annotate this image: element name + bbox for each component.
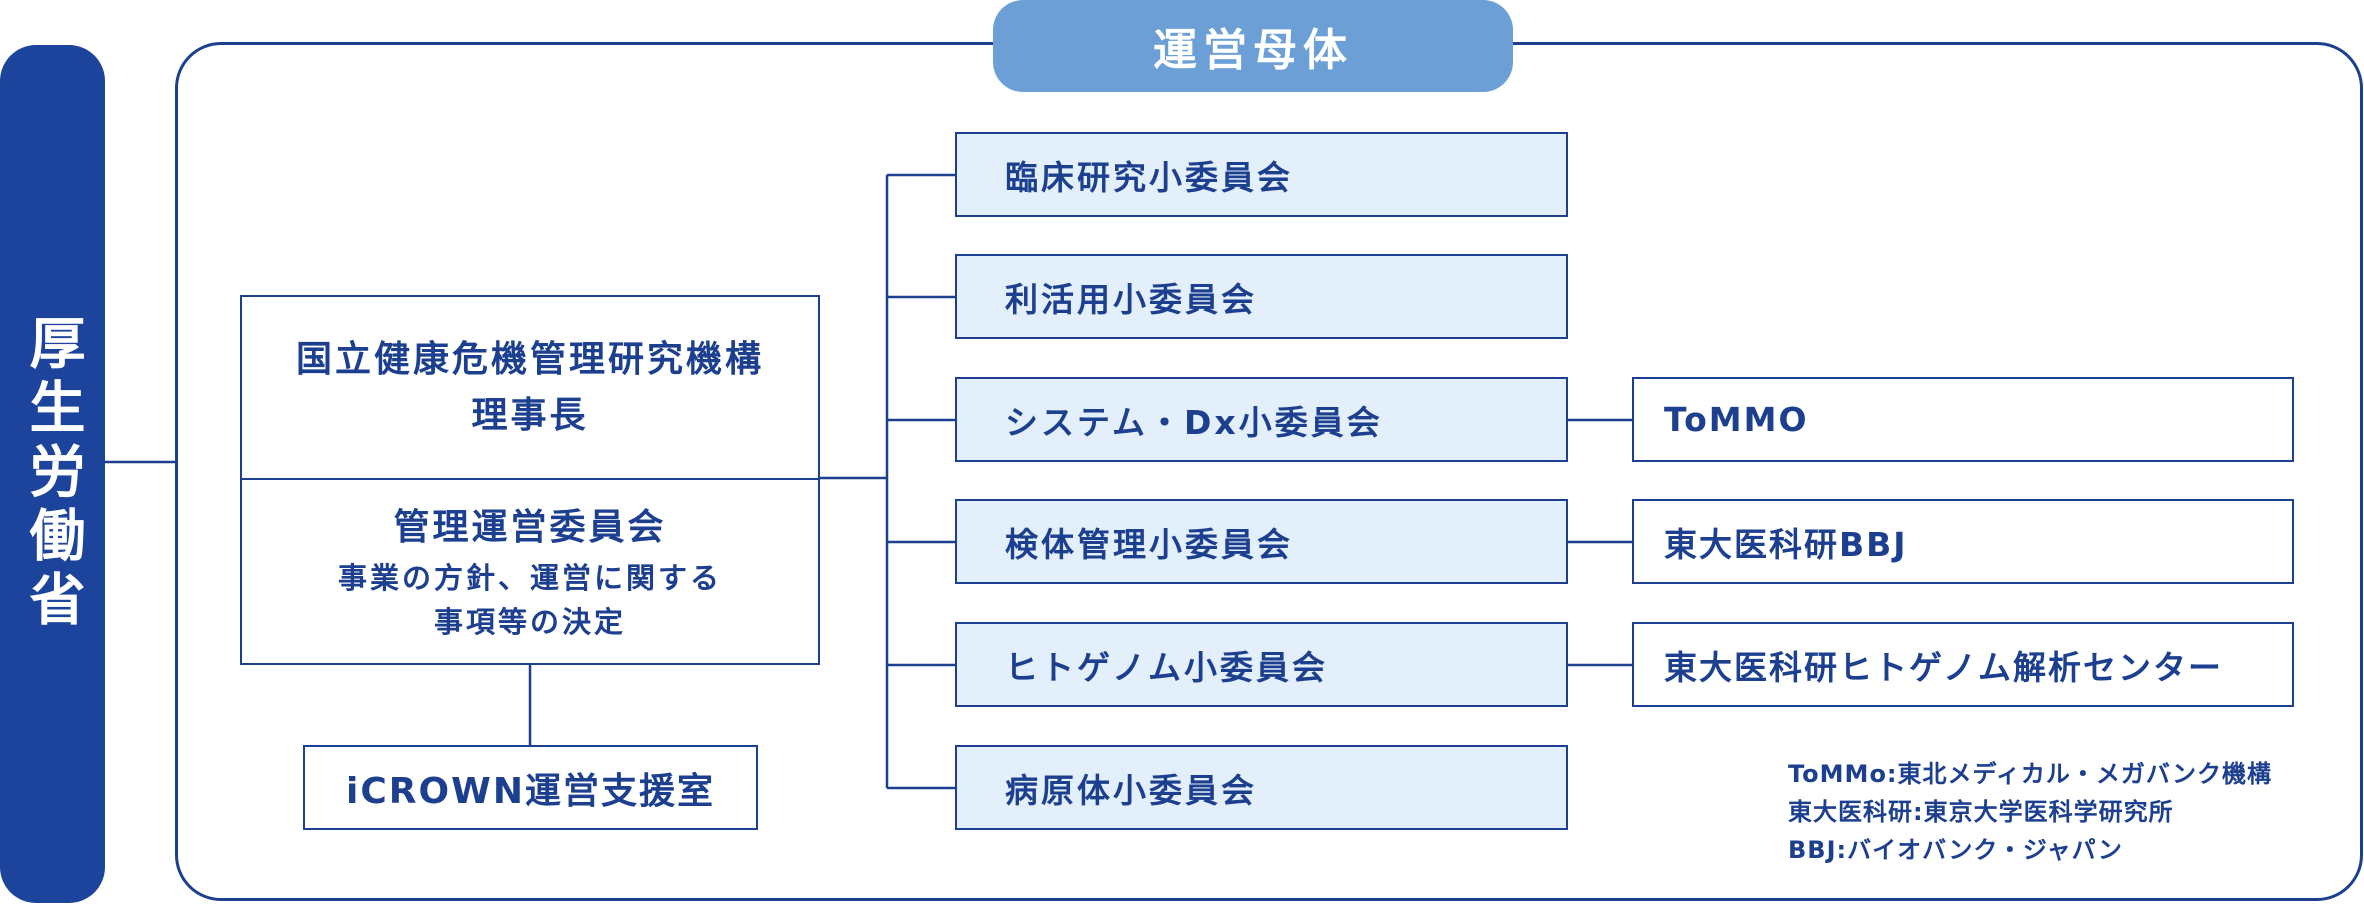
subcommittee-pathogen: 病原体小委員会 (955, 745, 1568, 830)
institution-tommo: ToMMO (1632, 377, 2294, 462)
legend-item: ToMMo:東北メディカル・メガバンク機構 (1788, 760, 2273, 788)
director-section: 国立健康危機管理研究機構 理事長 (242, 297, 818, 480)
subcommittee-specimen: 検体管理小委員会 (955, 499, 1568, 584)
committee-desc-line1: 事業の方針、運営に関する (337, 560, 722, 595)
committee-desc-line2: 事項等の決定 (433, 604, 626, 639)
subcommittee-human-genome: ヒトゲノム小委員会 (955, 622, 1568, 707)
institution-bbj: 東大医科研BBJ (1632, 499, 2294, 584)
subcommittee-utilization: 利活用小委員会 (955, 254, 1568, 339)
head-box: 国立健康危機管理研究機構 理事長 管理運営委員会 事業の方針、運営に関する 事項… (240, 295, 820, 665)
support-office-box: iCROWN運営支援室 (303, 745, 758, 830)
subcommittee-system-dx: システム・Dx小委員会 (955, 377, 1568, 462)
legend-item: BBJ:バイオバンク・ジャパン (1788, 836, 2123, 864)
legend-item: 東大医科研:東京大学医科学研究所 (1788, 798, 2174, 826)
organization-title: 運営母体 (993, 0, 1513, 92)
committee-section: 管理運営委員会 事業の方針、運営に関する 事項等の決定 (242, 480, 818, 663)
ministry-label: 厚生労働省 (0, 45, 105, 903)
institution-genome-center: 東大医科研ヒトゲノム解析センター (1632, 622, 2294, 707)
director-title: 理事長 (471, 394, 589, 436)
organization-name: 国立健康危機管理研究機構 (295, 338, 764, 380)
subcommittee-clinical-research: 臨床研究小委員会 (955, 132, 1568, 217)
committee-name: 管理運営委員会 (393, 506, 667, 548)
legend: ToMMo:東北メディカル・メガバンク機構 東大医科研:東京大学医科学研究所 B… (1788, 755, 2358, 869)
